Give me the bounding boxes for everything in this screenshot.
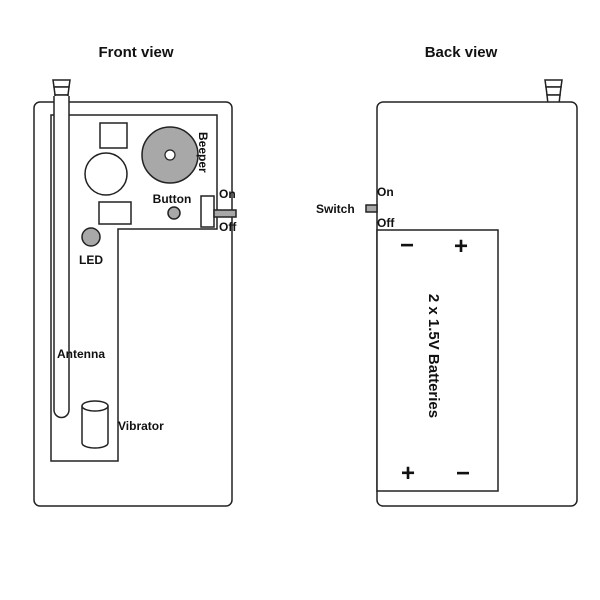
battery-compartment <box>376 229 499 492</box>
back-view-title: Back view <box>425 44 498 61</box>
back-switch-off-label: Off <box>377 216 395 230</box>
circuit-board <box>50 114 218 462</box>
back-switch-label: Switch <box>316 202 355 216</box>
led-label: LED <box>79 253 103 267</box>
small-square-component <box>99 122 128 149</box>
front-switch-lever <box>213 209 237 218</box>
back-view: Back view Switch On Off − + + − 2 x 1.5V… <box>316 44 578 507</box>
beeper-label: Beeper <box>196 132 210 173</box>
battery-minus-bottom: − <box>456 460 470 487</box>
vibrator-component <box>81 400 109 449</box>
battery-minus-top: − <box>400 232 414 259</box>
back-antenna-tip <box>544 79 563 105</box>
vibrator-label: Vibrator <box>118 419 164 433</box>
front-switch-on-label: On <box>219 187 236 201</box>
battery-plus-bottom: + <box>401 460 415 487</box>
rect-component <box>98 201 132 225</box>
round-component <box>84 152 128 196</box>
button-label: Button <box>153 192 192 206</box>
front-switch-body <box>200 195 215 228</box>
button-component <box>167 206 181 220</box>
antenna-label: Antenna <box>57 347 105 361</box>
beeper-hole <box>164 149 176 161</box>
back-switch-on-label: On <box>377 185 394 199</box>
batteries-label: 2 x 1.5V Batteries <box>425 294 442 418</box>
front-view-title: Front view <box>98 44 173 61</box>
front-view: Front view Beeper Button On Off LED <box>33 44 237 507</box>
battery-plus-top: + <box>454 233 468 260</box>
led-component <box>81 227 101 247</box>
back-switch-lever <box>365 204 378 213</box>
antenna-rod <box>53 96 70 419</box>
front-switch-off-label: Off <box>219 220 237 234</box>
